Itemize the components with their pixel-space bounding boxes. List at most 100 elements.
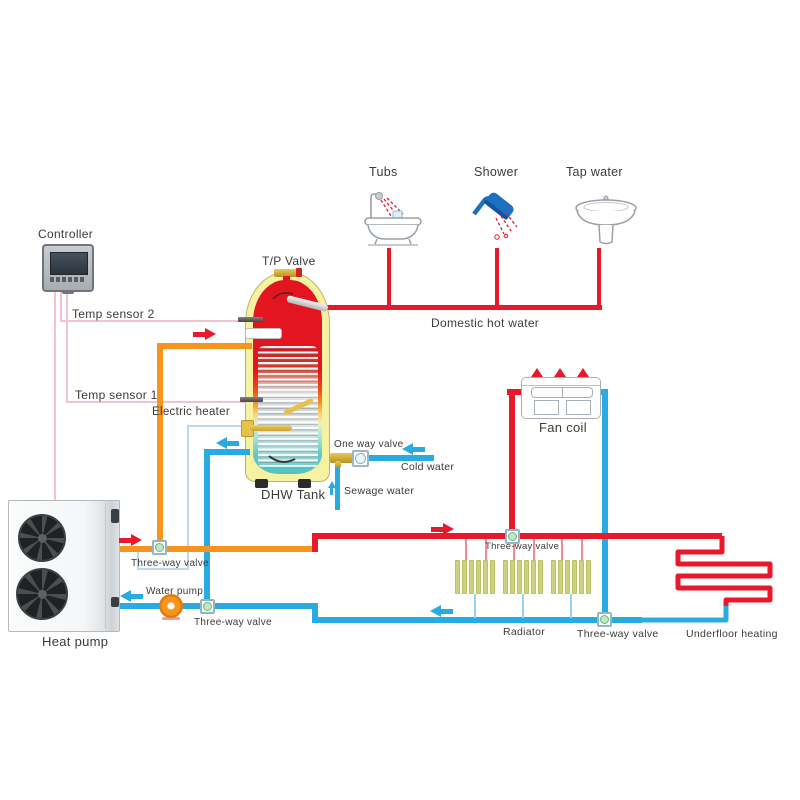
tp-valve-label: T/P Valve (262, 254, 316, 268)
heat-pump-connector (111, 597, 119, 607)
electric-heater-wire (187, 425, 189, 570)
fan-coil-box (534, 400, 559, 415)
electric-heater-wire (187, 425, 246, 427)
radiator-supply-line (513, 539, 515, 560)
cold-water-pipe (366, 455, 434, 461)
flow-arrow-icon (402, 443, 425, 455)
shower-icon (472, 192, 518, 240)
heat-pump-label: Heat pump (42, 634, 109, 649)
radiator-icon (551, 560, 591, 594)
fan-coil-lip (522, 385, 600, 386)
controller-screen (50, 252, 88, 275)
dhw-supply-pipe (322, 305, 602, 310)
electric-heater-label: Electric heater (152, 406, 231, 418)
cold-inlet-tee (335, 461, 341, 468)
three-way-valve-label: Three-way valve (131, 558, 209, 569)
controller-icon (42, 244, 94, 294)
fan-coil-return-pipe (602, 389, 608, 623)
tp-valve-stem (283, 276, 290, 292)
fan-coil-box (566, 400, 591, 415)
radiator-supply-line (533, 539, 535, 560)
water-pump-label: Water pump (146, 586, 204, 597)
tp-valve-icon (274, 269, 298, 277)
flow-arrow-icon (328, 481, 336, 495)
three-way-valve-label: Three-way valve (485, 541, 560, 552)
temp-sensor-1-wire (66, 291, 68, 403)
fan-icon (18, 514, 66, 562)
fan-icon (16, 568, 68, 620)
shower-label: Shower (474, 165, 519, 179)
heat-pump-connector (111, 509, 119, 523)
three-way-valve-icon (152, 540, 167, 555)
one-way-valve-label: One way valve (334, 439, 404, 450)
dhw-tank-label: DHW Tank (261, 487, 326, 502)
return-main-pipe (112, 603, 318, 609)
tp-valve-cap (296, 268, 302, 277)
three-way-valve-icon (597, 612, 612, 627)
underfloor-coil-icon (630, 536, 773, 623)
cold-inlet-tee (330, 453, 354, 463)
tank-foot (255, 479, 268, 488)
temp-sensor-1-label: Temp sensor 1 (75, 388, 158, 402)
sink-icon (575, 195, 637, 245)
water-pump-icon (159, 594, 183, 618)
temp-sensor-1-port (240, 397, 263, 402)
heat-pump-panel-seam (105, 503, 106, 629)
tap-water-label: Tap water (566, 165, 623, 179)
return-main-pipe (312, 617, 642, 623)
temp-sensor-2-port (238, 317, 263, 322)
radiator-supply-line (465, 539, 467, 560)
flow-arrow-icon (430, 605, 453, 617)
tubs-riser-pipe (387, 248, 391, 308)
radiator-return-line (522, 594, 524, 618)
radiator-icon (503, 560, 543, 594)
sewage-pipe (335, 464, 340, 510)
radiator-return-line (570, 594, 572, 618)
temp-sensor-2-wire (60, 320, 246, 322)
sensor-pocket (245, 328, 282, 339)
tank-foot (298, 479, 311, 488)
convection-arrow (268, 455, 296, 463)
heat-out-arrow-icon (554, 351, 568, 377)
three-way-valve-label: Three-way valve (577, 628, 659, 640)
fan-coil-supply-pipe (507, 389, 523, 395)
tap-riser-pipe (597, 248, 601, 308)
heat-exchanger-coil (258, 346, 318, 468)
heat-out-arrow-icon (577, 351, 591, 377)
radiator-label: Radiator (503, 626, 546, 638)
heat-pump-unit (8, 500, 120, 632)
tubs-label: Tubs (369, 165, 398, 179)
fan-coil-label: Fan coil (539, 420, 587, 435)
temp-sensor-1-wire (66, 401, 246, 403)
convection-arrow (272, 292, 294, 300)
controller-label: Controller (38, 227, 94, 241)
tank-supply-pipe (157, 343, 252, 349)
flow-arrow-icon (120, 590, 143, 602)
radiator-supply-line (561, 539, 563, 560)
shower-riser-pipe (495, 248, 499, 308)
flow-arrow-icon (216, 437, 239, 449)
bathtub-icon (364, 192, 422, 246)
return-main-pipe (312, 603, 318, 623)
radiator-return-line (474, 594, 476, 618)
controller-tab (62, 290, 74, 294)
controller-buttons (50, 277, 87, 282)
flow-arrow-icon (119, 534, 142, 546)
cold-water-label: Cold water (401, 461, 455, 473)
three-way-valve-label: Three-way valve (194, 617, 272, 628)
fan-coil-unit (521, 377, 601, 419)
electric-heater-rod (250, 425, 292, 431)
tank-supply-pipe (157, 343, 163, 552)
heatpump-supply-pipe (112, 546, 318, 552)
fan-coil-supply-pipe (509, 390, 515, 539)
tank-return-pipe (204, 449, 250, 455)
sewage-water-label: Sewage water (344, 485, 415, 497)
water-pump-base (162, 617, 180, 620)
heat-out-arrow-icon (531, 351, 545, 377)
temp-sensor-2-wire (60, 291, 62, 322)
one-way-valve-icon (352, 450, 369, 467)
controller-heatpump-wire (54, 291, 56, 501)
domestic-hot-water-label: Domestic hot water (431, 316, 540, 330)
fan-coil-slot (531, 387, 593, 398)
